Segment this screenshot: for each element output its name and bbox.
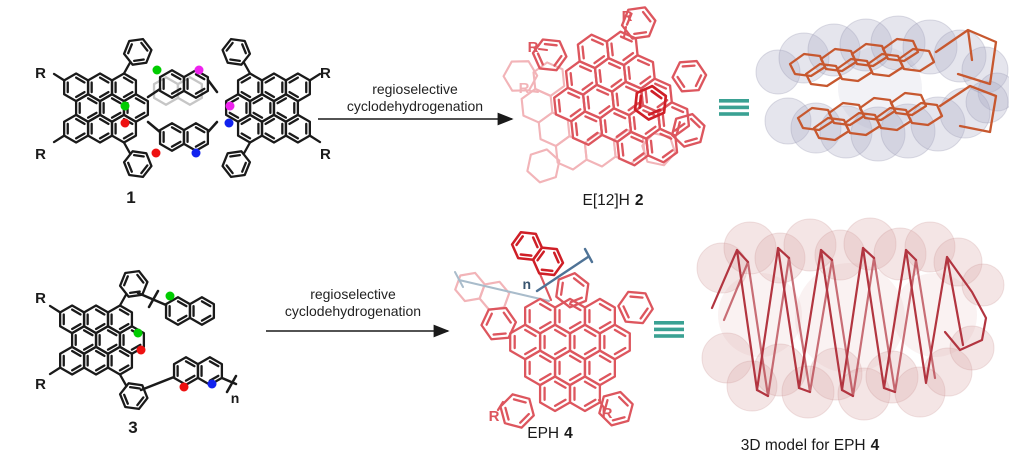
dot-red bbox=[151, 148, 161, 158]
r-substituent-label: R bbox=[489, 408, 500, 425]
dot-green bbox=[152, 65, 162, 75]
model-4-stick-framework bbox=[710, 246, 988, 398]
dot-blue bbox=[191, 148, 201, 158]
dot-red bbox=[179, 382, 189, 392]
r-substituent-label: R bbox=[35, 146, 46, 163]
arrow-1-text-line1: regioselective bbox=[372, 81, 458, 97]
product-4-bright-naphthalene bbox=[508, 226, 568, 281]
dot-magenta bbox=[194, 65, 204, 75]
fusion-site-dots bbox=[133, 291, 217, 392]
repeat-n-label: n bbox=[522, 276, 531, 292]
dot-green bbox=[165, 291, 175, 301]
fusion-site-dots bbox=[120, 65, 235, 158]
r-substituent-label: R bbox=[528, 39, 539, 56]
equivalence-symbol-top bbox=[719, 99, 749, 116]
r-substituent-label: R bbox=[320, 146, 331, 163]
model-2-3d bbox=[755, 15, 1009, 162]
naphthalene-top bbox=[166, 297, 214, 325]
arrow-2-text-line2: cyclodehydrogenation bbox=[285, 303, 421, 319]
r-substituent-label: R bbox=[320, 65, 331, 82]
dot-blue bbox=[224, 118, 234, 128]
r-substituent-label: R bbox=[35, 65, 46, 82]
dot-green bbox=[120, 101, 130, 111]
model-2-stick-framework bbox=[790, 28, 998, 140]
arrow-1-text-line2: cyclodehydrogenation bbox=[347, 98, 483, 114]
repeat-n-label: n bbox=[231, 390, 240, 406]
product-4-front-layer bbox=[478, 271, 657, 431]
reactant-1-structure: R R R R 1 bbox=[35, 35, 331, 207]
product-2-r-bond-pale bbox=[529, 90, 539, 93]
repeat-bracket-front bbox=[535, 247, 594, 293]
arrow-2-text-line1: regioselective bbox=[310, 286, 396, 302]
naphthalene-linker-bottom bbox=[160, 123, 208, 151]
reaction-arrow-1: regioselective cyclodehydrogenation bbox=[318, 81, 514, 126]
product-2-r-bonds bbox=[537, 25, 628, 52]
model-2-vdw-surface bbox=[755, 15, 1009, 162]
equivalence-symbol-bottom bbox=[654, 321, 684, 338]
r-substituent-label-pale: R bbox=[519, 80, 530, 97]
r-substituent-label: R bbox=[602, 405, 613, 422]
dot-magenta bbox=[225, 101, 235, 111]
dot-red bbox=[120, 118, 130, 128]
polymer-bonds bbox=[136, 289, 238, 394]
linker-bonds bbox=[146, 78, 219, 134]
pah-core-left bbox=[54, 35, 154, 182]
dot-blue bbox=[207, 379, 217, 389]
r-substituent-label: R bbox=[622, 8, 633, 25]
product-4-naph-bond bbox=[496, 272, 606, 412]
compound-3-label: 3 bbox=[128, 418, 137, 437]
reaction-arrow-2: regioselective cyclodehydrogenation bbox=[266, 286, 450, 338]
r-substituent-label: R bbox=[35, 376, 46, 393]
product-2-front-layer bbox=[526, 0, 718, 175]
dot-green bbox=[133, 328, 143, 338]
r-substituent-label: R bbox=[35, 290, 46, 307]
pah-core bbox=[50, 267, 150, 414]
repeat-bracket-back bbox=[454, 271, 550, 302]
compound-1-label: 1 bbox=[126, 188, 135, 207]
reactant-3-structure: R R n 3 bbox=[35, 267, 239, 437]
dot-red bbox=[136, 345, 146, 355]
pah-core-right bbox=[220, 35, 320, 182]
